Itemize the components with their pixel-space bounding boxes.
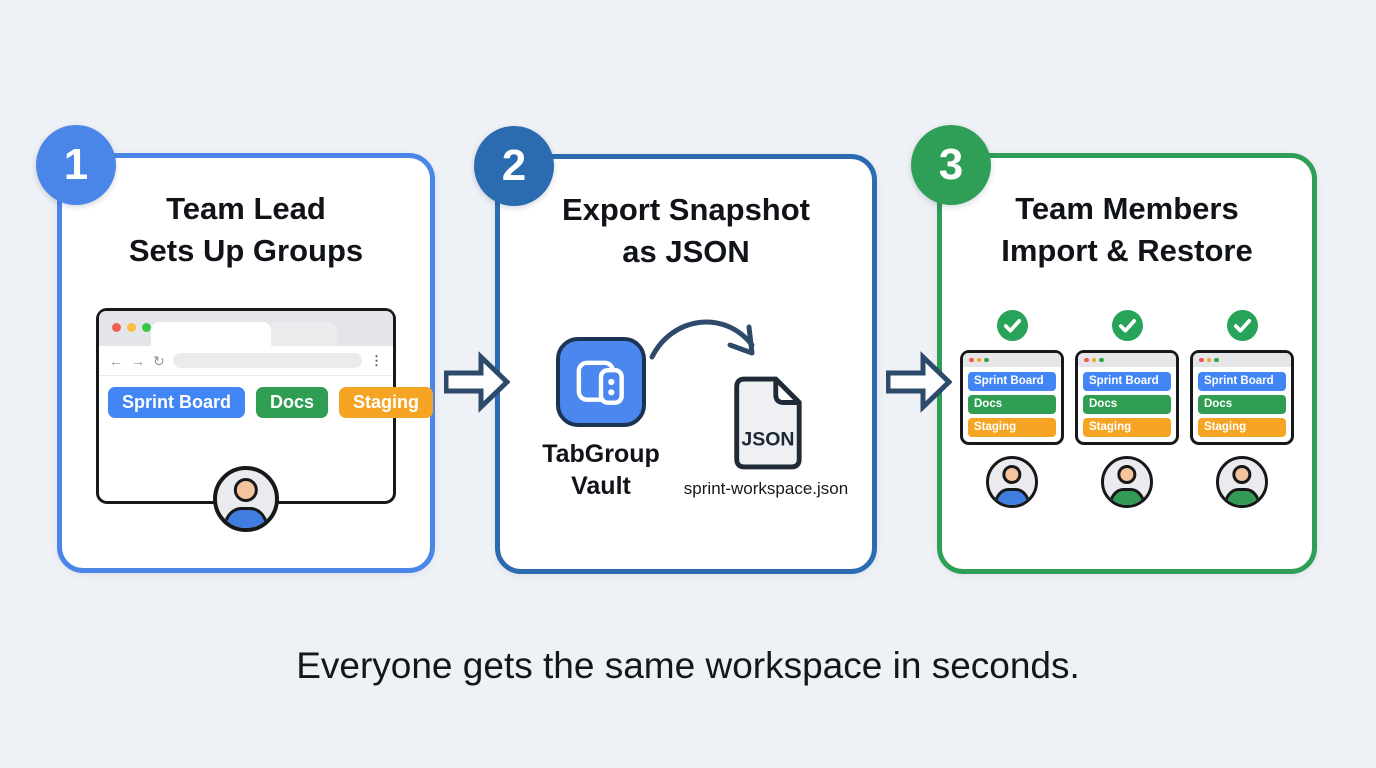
avatar-body: [1108, 488, 1146, 505]
avatar-body: [1223, 488, 1261, 505]
browser-titlebar: [99, 311, 393, 346]
mini-window-titlebar: [1193, 353, 1291, 367]
mini-window-titlebar: [1078, 353, 1176, 367]
json-file-icon: JSON: [734, 376, 802, 470]
reload-icon: ↻: [153, 352, 165, 369]
json-file-type-label: JSON: [741, 428, 794, 450]
avatar-body: [222, 507, 270, 528]
restored-tab-groups: Sprint Board Docs Staging: [963, 367, 1061, 442]
tab-group-chip-docs: Docs: [968, 395, 1056, 414]
tab-group-glyph-icon: [576, 360, 624, 405]
restored-tab-groups: Sprint Board Docs Staging: [1193, 367, 1291, 442]
forward-icon: →: [131, 352, 145, 369]
team-member-avatar: [1216, 456, 1268, 508]
member-column-1: Sprint Board Docs Staging: [960, 310, 1064, 508]
check-icon: [1226, 310, 1258, 341]
traffic-light-yellow-icon: [1091, 357, 1096, 363]
app-name-line2: Vault: [571, 471, 631, 500]
tab-group-chip-docs: Docs: [1198, 395, 1286, 414]
step-1-number-badge: 1: [36, 125, 116, 205]
traffic-light-red-icon: [1084, 357, 1089, 363]
step-3-title-line2: Import & Restore: [1001, 232, 1253, 268]
json-file-name: sprint-workspace.json: [683, 479, 849, 498]
tab-group-chips-row: Sprint Board Docs Staging: [99, 376, 434, 429]
tab-group-chip-staging: Staging: [1083, 418, 1171, 437]
tab-group-chip-staging: Staging: [1198, 418, 1286, 437]
browser-inactive-tab: [271, 322, 337, 346]
team-member-avatar: [1101, 456, 1153, 508]
team-members-row: Sprint Board Docs Staging: [942, 310, 1312, 508]
avatar-head: [1117, 464, 1137, 485]
traffic-light-red-icon: [1199, 357, 1204, 363]
step-1-title-line2: Sets Up Groups: [128, 232, 364, 268]
flow-arrow-icon: [886, 351, 952, 413]
mini-browser-window: Sprint Board Docs Staging: [1075, 350, 1179, 445]
traffic-light-yellow-icon: [127, 323, 136, 332]
mini-browser-window: Sprint Board Docs Staging: [960, 350, 1064, 445]
step-3-title-line1: Team Members: [1015, 191, 1239, 226]
menu-dots-icon: ⋮: [370, 352, 383, 368]
browser-active-tab: [151, 322, 271, 346]
tab-group-chip-sprint-board: Sprint Board: [108, 387, 246, 418]
tab-group-chip-staging: Staging: [339, 387, 434, 418]
tab-group-chip-docs: Docs: [1083, 395, 1171, 414]
traffic-light-green-icon: [984, 357, 989, 363]
step-3-number-badge: 3: [911, 125, 991, 205]
browser-window: ← → ↻ ⋮ Sprint Board Docs Staging: [96, 308, 434, 504]
json-file-group: JSON sprint-workspace.json: [666, 375, 866, 499]
traffic-light-red-icon: [112, 323, 121, 332]
traffic-light-green-icon: [1099, 357, 1104, 363]
step-2-title: Export Snapshot as JSON: [500, 189, 872, 272]
export-curved-arrow-icon: [649, 319, 755, 360]
tab-group-chip-sprint-board: Sprint Board: [1083, 372, 1171, 391]
check-icon: [996, 310, 1028, 341]
traffic-light-green-icon: [1214, 357, 1219, 363]
back-icon: ←: [109, 352, 123, 369]
step-2-number-badge: 2: [474, 126, 554, 206]
mini-browser-window: Sprint Board Docs Staging: [1190, 350, 1294, 445]
traffic-light-green-icon: [142, 323, 151, 332]
app-name-line1: TabGroup: [542, 440, 660, 468]
traffic-lights: [112, 323, 151, 332]
member-column-3: Sprint Board Docs Staging: [1190, 310, 1294, 508]
tab-group-chip-staging: Staging: [968, 418, 1056, 437]
step-1-title-line1: Team Lead: [166, 191, 326, 226]
tab-group-chip-sprint-board: Sprint Board: [968, 372, 1056, 391]
member-column-2: Sprint Board Docs Staging: [1075, 310, 1179, 508]
avatar-head: [1232, 464, 1252, 485]
step-2-title-line2: as JSON: [622, 233, 750, 269]
flow-arrow-icon: [444, 351, 510, 413]
tabgroup-vault-app-icon: [556, 337, 646, 427]
traffic-light-yellow-icon: [1206, 357, 1211, 363]
mini-window-titlebar: [963, 353, 1061, 367]
check-icon: [1111, 310, 1143, 341]
address-bar: [172, 353, 362, 368]
browser-toolbar: ← → ↻ ⋮: [99, 346, 393, 376]
tab-group-chip-sprint-board: Sprint Board: [1198, 372, 1286, 391]
restored-tab-groups: Sprint Board Docs Staging: [1078, 367, 1176, 442]
avatar-head: [233, 477, 259, 502]
traffic-light-yellow-icon: [976, 357, 981, 363]
bottom-caption: Everyone gets the same workspace in seco…: [296, 645, 1080, 686]
avatar-body: [993, 488, 1031, 505]
team-member-avatar: [986, 456, 1038, 508]
step-2-title-line1: Export Snapshot: [561, 192, 810, 227]
team-lead-avatar: [213, 466, 279, 532]
tab-group-chip-docs: Docs: [256, 387, 329, 418]
traffic-light-red-icon: [969, 357, 974, 363]
avatar-head: [1002, 464, 1022, 485]
